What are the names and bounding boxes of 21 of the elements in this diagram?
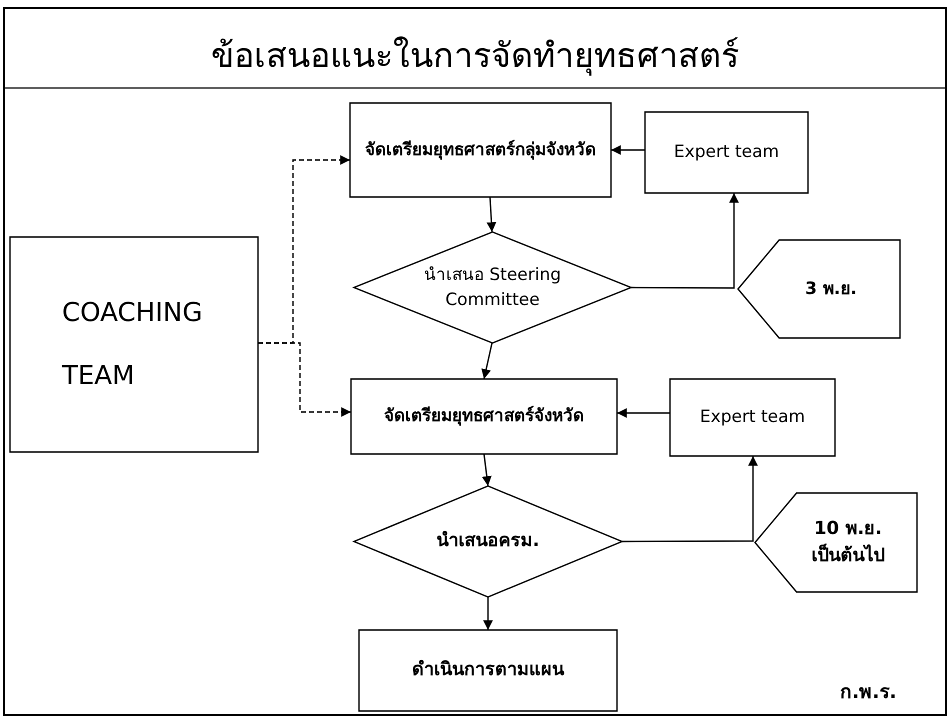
arrow <box>611 145 645 155</box>
arrow <box>481 342 493 380</box>
arrow <box>622 456 758 542</box>
node-label: นำเสนอ Steering Committee <box>422 264 562 312</box>
node-label: จัดเตรียมยุทธศาสตร์จังหวัด <box>384 404 584 428</box>
footer-note: ก.พ.ร. <box>840 680 897 705</box>
arrow <box>631 193 739 289</box>
node-label: COACHING TEAM <box>62 297 204 392</box>
node-label: ดำเนินการตามแผน <box>412 658 564 682</box>
node-label: 10 พ.ย. เป็นต้นไป <box>810 517 886 568</box>
title: ข้อเสนอแนะในการจัดทำยุทธศาสตร์ <box>210 35 740 78</box>
arrow <box>617 408 670 418</box>
node-label: นำเสนอครม. <box>436 529 540 554</box>
node-label: 3 พ.ย. <box>804 278 857 301</box>
arrow <box>482 454 492 486</box>
arrow <box>486 196 496 232</box>
node-label: จัดเตรียมยุทธศาสตร์กลุ่มจังหวัด <box>365 138 596 162</box>
dashed-arrow <box>258 342 351 417</box>
node-label: Expert team <box>674 141 780 164</box>
arrow <box>483 597 493 630</box>
node-label: Expert team <box>700 406 806 430</box>
